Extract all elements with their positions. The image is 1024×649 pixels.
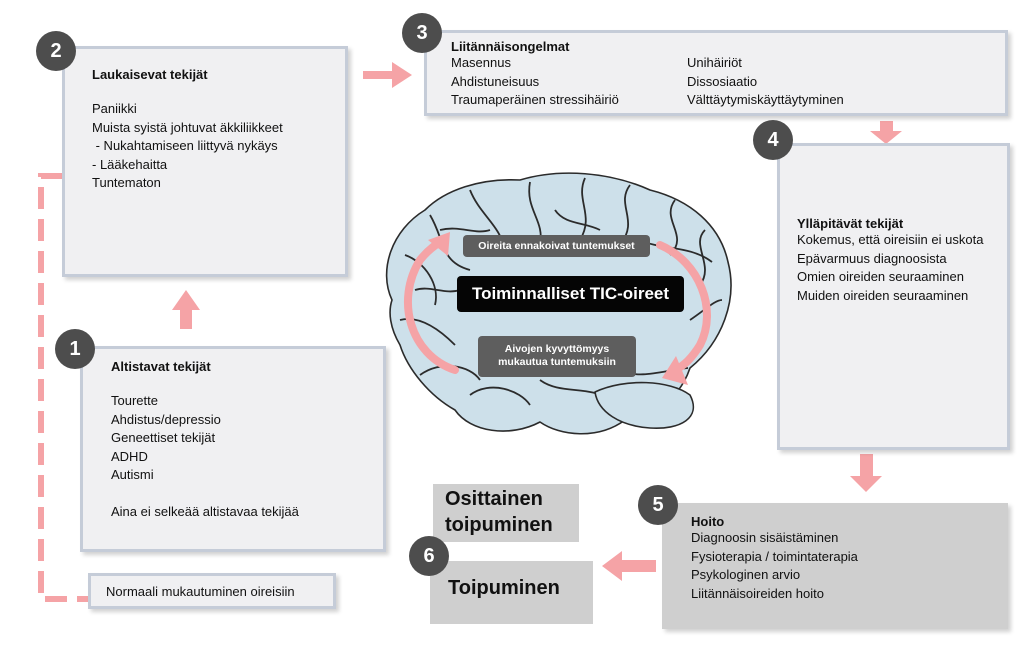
cycle-arrow-left	[403, 236, 459, 374]
arrow-5-to-6	[602, 551, 656, 581]
comorbid-item: Dissosiaatio	[687, 73, 758, 89]
full-recovery: Toipuminen	[430, 561, 593, 624]
arrow-1-to-2	[172, 290, 200, 329]
maintaining-item: Omien oireiden seuraaminen	[797, 269, 964, 284]
cycle-arrowhead-top	[428, 232, 450, 256]
partial-recovery-line: Osittainen	[445, 488, 543, 510]
treatment-item: Diagnoosin sisäistäminen	[691, 530, 839, 545]
box-predisposing-factors: Altistavat tekijät Tourette Ahdistus/dep…	[80, 346, 386, 552]
predisposing-item: ADHD	[111, 448, 148, 464]
badge-5: 5	[638, 485, 678, 525]
predisposing-note: Aina ei selkeää altistavaa tekijää	[111, 503, 299, 519]
badge-6: 6	[409, 536, 449, 576]
treatment-item: Psykologinen arvio	[691, 567, 801, 582]
box-normal-adaptation: Normaali mukautuminen oireisiin	[88, 573, 336, 609]
predisposing-title: Altistavat tekijät	[111, 359, 211, 374]
box-treatment: Hoito Diagnoosin sisäistäminen Fysiotera…	[662, 503, 1008, 629]
partial-recovery-line: toipuminen	[445, 514, 553, 536]
treatment-item: Fysioterapia / toimintaterapia	[691, 548, 858, 564]
treatment-title: Hoito	[691, 514, 725, 529]
normal-adaptation-text: Normaali mukautuminen oireisiin	[106, 584, 295, 599]
comorbid-item: Masennus	[451, 55, 511, 70]
flow-arrows	[172, 62, 902, 581]
full-recovery-text: Toipuminen	[448, 577, 560, 599]
comorbid-item: Traumaperäinen stressihäiriö	[451, 92, 619, 107]
brainstem	[594, 381, 695, 429]
partial-recovery: Osittainen toipuminen	[433, 484, 579, 542]
triggering-item: Tuntematon	[92, 175, 161, 190]
inability-adapt-line: Aivojen kyvyttömyys	[504, 343, 610, 355]
badge-4: 4	[753, 120, 793, 160]
arrow-2-to-3	[363, 62, 412, 88]
anticipatory-sensations-tag: Oireita ennakoivat tuntemukset	[463, 235, 650, 257]
badge-2: 2	[36, 31, 76, 71]
maintaining-item: Epävarmuus diagnoosista	[797, 250, 947, 266]
box-comorbid-problems: Liitännäisongelmat Masennus Ahdistuneisu…	[424, 30, 1008, 116]
predisposing-item: Tourette	[111, 393, 158, 408]
triggering-item: - Nukahtamiseen liittyvä nykäys	[92, 138, 278, 153]
comorbid-item: Ahdistuneisuus	[451, 73, 540, 89]
triggering-item: - Lääkehaitta	[92, 156, 168, 172]
treatment-item: Liitännäisoireiden hoito	[691, 585, 824, 601]
maintaining-title: Ylläpitävät tekijät	[797, 216, 904, 231]
comorbid-item: Unihäiriöt	[687, 55, 742, 70]
predisposing-item: Ahdistus/depressio	[111, 411, 221, 427]
triggering-item: Muista syistä johtuvat äkkiliikkeet	[92, 119, 283, 135]
inability-adapt-line: mukautua tuntemuksiin	[498, 356, 616, 368]
functional-tic-title: Toiminnalliset TIC-oireet	[457, 276, 684, 312]
cycle-arrow-right	[656, 241, 711, 374]
cycle-arrowhead-bottom	[662, 356, 688, 385]
predisposing-item: Geneettiset tekijät	[111, 430, 216, 445]
box-maintaining-factors: Ylläpitävät tekijät Kokemus, että oireis…	[777, 143, 1010, 450]
cycle-arrows	[403, 236, 711, 374]
badge-3: 3	[402, 13, 442, 53]
triggering-item: Paniikki	[92, 101, 137, 116]
maintaining-item: Kokemus, että oireisiin ei uskota	[797, 232, 984, 247]
comorbid-item: Välttäytymiskäyttäytyminen	[687, 92, 844, 107]
predisposing-item: Autismi	[111, 467, 154, 482]
box-triggering-factors: Laukaisevat tekijät Paniikki Muista syis…	[62, 46, 348, 277]
arrow-3-to-4	[870, 121, 902, 144]
inability-adapt-tag: Aivojen kyvyttömyys mukautua tuntemuksii…	[478, 336, 636, 377]
triggering-title: Laukaisevat tekijät	[92, 67, 208, 82]
dashed-connector	[38, 173, 90, 602]
functional-tic-text: Toiminnalliset TIC-oireet	[471, 284, 670, 303]
badge-1: 1	[55, 329, 95, 369]
anticipatory-sensations-text: Oireita ennakoivat tuntemukset	[478, 240, 635, 252]
maintaining-item: Muiden oireiden seuraaminen	[797, 287, 969, 303]
arrow-4-to-5	[850, 454, 882, 492]
comorbid-title: Liitännäisongelmat	[451, 39, 570, 54]
